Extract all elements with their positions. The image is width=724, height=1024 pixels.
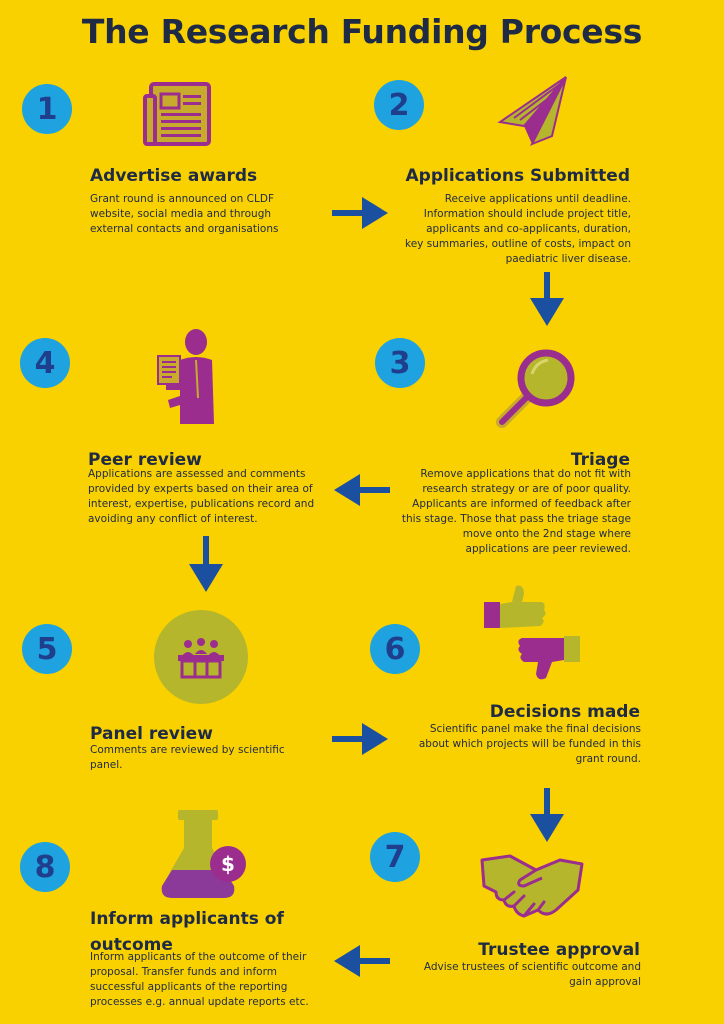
flask-dollar-icon: $ <box>161 810 246 898</box>
step-3-heading: Triage <box>570 450 630 470</box>
step-5-heading: Panel review <box>90 724 213 744</box>
thumbs-up-down-icon <box>484 585 580 680</box>
step-4-description: Applications are assessed and comments p… <box>88 468 315 525</box>
step-7-heading: Trustee approval <box>478 940 640 960</box>
step-8-description: Inform applicants of the outcome of thei… <box>90 951 309 1008</box>
step-2-heading: Applications Submitted <box>405 166 630 186</box>
step-2-description: Receive applications until deadline. Inf… <box>405 193 631 265</box>
step-6-badge: 6 <box>370 624 420 674</box>
arrow-left-icon <box>334 945 390 977</box>
newspaper-icon <box>143 82 211 146</box>
step-8-badge: 8 <box>20 842 70 892</box>
step-1-description: Grant round is announced on CLDF website… <box>90 193 279 235</box>
step-8-heading: Inform applicants of outcome <box>90 909 284 955</box>
arrow-down-icon <box>530 788 564 842</box>
step-5-badge: 5 <box>22 624 72 674</box>
step-4-heading: Peer review <box>88 450 202 470</box>
step-4-badge: 4 <box>20 338 70 388</box>
page-title: The Research Funding Process <box>81 12 643 51</box>
reviewer-person-icon <box>157 329 214 424</box>
step-6-description: Scientific panel make the final decision… <box>418 723 641 765</box>
svg-text:$: $ <box>221 852 235 876</box>
step-5-description: Comments are reviewed by scientific pane… <box>90 744 285 771</box>
step-3-badge: 3 <box>375 338 425 388</box>
magnifying-glass-icon <box>496 349 575 428</box>
arrow-down-icon <box>530 272 564 326</box>
arrow-right-icon <box>332 723 388 755</box>
arrow-right-icon <box>332 197 388 229</box>
arrow-left-icon <box>334 474 390 506</box>
arrow-down-icon <box>189 536 223 592</box>
step-3-description: Remove applications that do not fit with… <box>401 468 631 555</box>
step-1-heading: Advertise awards <box>90 166 258 186</box>
paper-plane-icon <box>497 76 567 146</box>
step-1-badge: 1 <box>22 84 72 134</box>
step-2-badge: 2 <box>374 80 424 130</box>
handshake-icon <box>480 854 584 918</box>
step-7-description: Advise trustees of scientific outcome an… <box>423 961 641 988</box>
step-7-badge: 7 <box>370 832 420 882</box>
panel-table-icon <box>154 610 248 704</box>
step-6-heading: Decisions made <box>489 702 640 722</box>
